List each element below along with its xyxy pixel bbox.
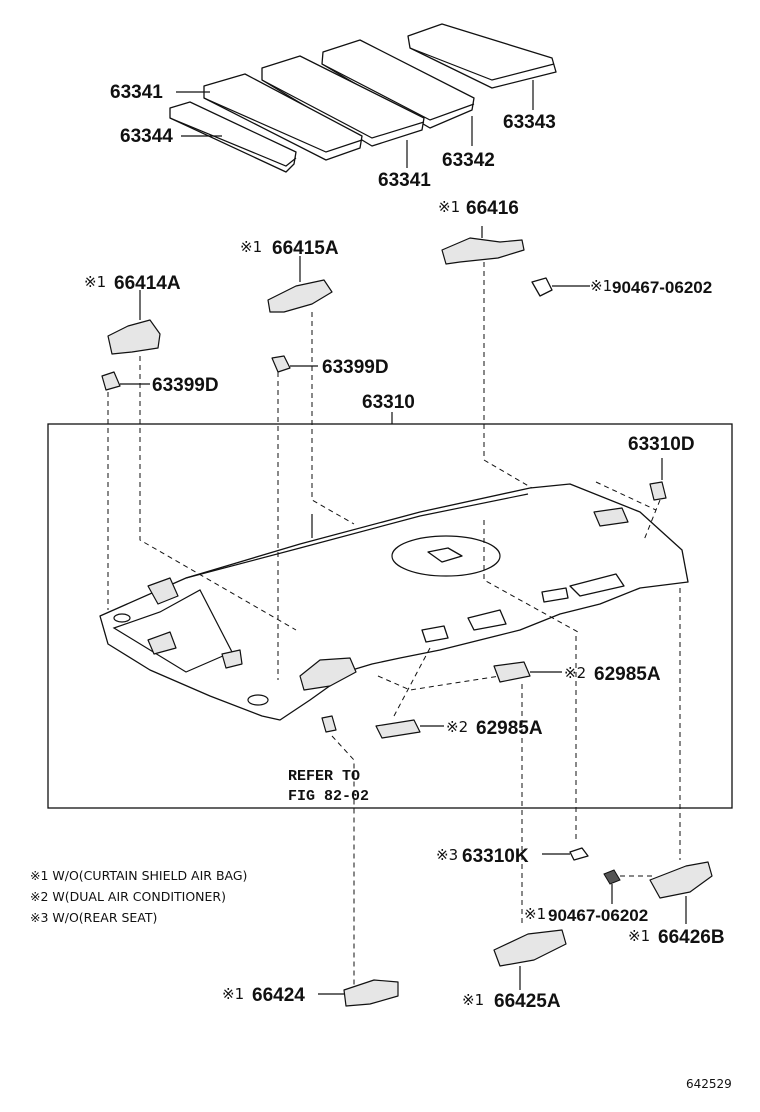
mark-66414A: ※1 bbox=[84, 273, 106, 291]
part-label-63341-b: 63341 bbox=[378, 170, 431, 191]
clip-90467-bottom bbox=[603, 869, 621, 904]
part-label-62985A-upper: 62985A bbox=[594, 664, 661, 685]
part-label-66414A: 66414A bbox=[114, 273, 181, 294]
mark-90467-bottom: ※1 bbox=[524, 905, 546, 923]
part-label-63310K: 63310K bbox=[462, 846, 529, 867]
part-label-66416: 66416 bbox=[466, 198, 519, 219]
headliner-63310 bbox=[99, 483, 689, 721]
clip-63399D-right bbox=[271, 355, 318, 373]
roof-panels bbox=[169, 23, 557, 173]
bracket-66416 bbox=[441, 226, 525, 265]
bracket-66426B bbox=[649, 861, 713, 924]
refer-fig-line: FIG 82-02 bbox=[288, 788, 369, 805]
bracket-66425A bbox=[493, 929, 567, 990]
mark-90467-top: ※1 bbox=[590, 277, 612, 295]
part-label-63342: 63342 bbox=[442, 150, 495, 171]
mark-66426B: ※1 bbox=[628, 927, 650, 945]
part-label-63310: 63310 bbox=[362, 392, 415, 413]
note-2: ※2 W(DUAL AIR CONDITIONER) bbox=[30, 889, 226, 904]
part-label-63344: 63344 bbox=[120, 126, 173, 147]
note-3: ※3 W/O(REAR SEAT) bbox=[30, 910, 157, 925]
headlining-frame bbox=[47, 423, 733, 809]
figure-id: 642529 bbox=[686, 1077, 732, 1091]
mark-66425A: ※1 bbox=[462, 991, 484, 1009]
mark-63310K: ※3 bbox=[436, 846, 458, 864]
bracket-66414A bbox=[107, 290, 161, 355]
part-label-62985A-lower: 62985A bbox=[476, 718, 543, 739]
part-label-66426B: 66426B bbox=[658, 927, 725, 948]
part-label-66425A: 66425A bbox=[494, 991, 561, 1012]
part-label-63399D-right: 63399D bbox=[322, 357, 389, 378]
clip-63310K bbox=[542, 847, 589, 861]
part-label-66424: 66424 bbox=[252, 985, 305, 1006]
mark-66415A: ※1 bbox=[240, 238, 262, 256]
part-label-66415A: 66415A bbox=[272, 238, 339, 259]
grille-62985A-lower bbox=[375, 719, 444, 739]
mark-66424: ※1 bbox=[222, 985, 244, 1003]
part-label-63343: 63343 bbox=[503, 112, 556, 133]
note-1: ※1 W/O(CURTAIN SHIELD AIR BAG) bbox=[30, 868, 247, 883]
clip-90467-top bbox=[531, 277, 590, 297]
mark-66416: ※1 bbox=[438, 198, 460, 216]
part-label-63399D-left: 63399D bbox=[152, 375, 219, 396]
clip-bottom bbox=[321, 715, 337, 733]
refer-to-line: REFER TO bbox=[288, 768, 360, 785]
part-label-63341-a: 63341 bbox=[110, 82, 163, 103]
bracket-66415A bbox=[267, 256, 333, 313]
mark-62985A-upper: ※2 bbox=[564, 664, 586, 682]
bracket-66424 bbox=[318, 979, 399, 1007]
part-label-63310D: 63310D bbox=[628, 434, 695, 455]
assembly-lines bbox=[107, 262, 681, 1000]
part-label-90467-top: 90467-06202 bbox=[612, 278, 712, 297]
clip-63310D bbox=[649, 458, 667, 501]
part-label-90467-bottom: 90467-06202 bbox=[548, 906, 648, 925]
mark-62985A-lower: ※2 bbox=[446, 718, 468, 736]
clip-63399D-left bbox=[101, 371, 150, 391]
grille-62985A-upper bbox=[493, 661, 562, 683]
